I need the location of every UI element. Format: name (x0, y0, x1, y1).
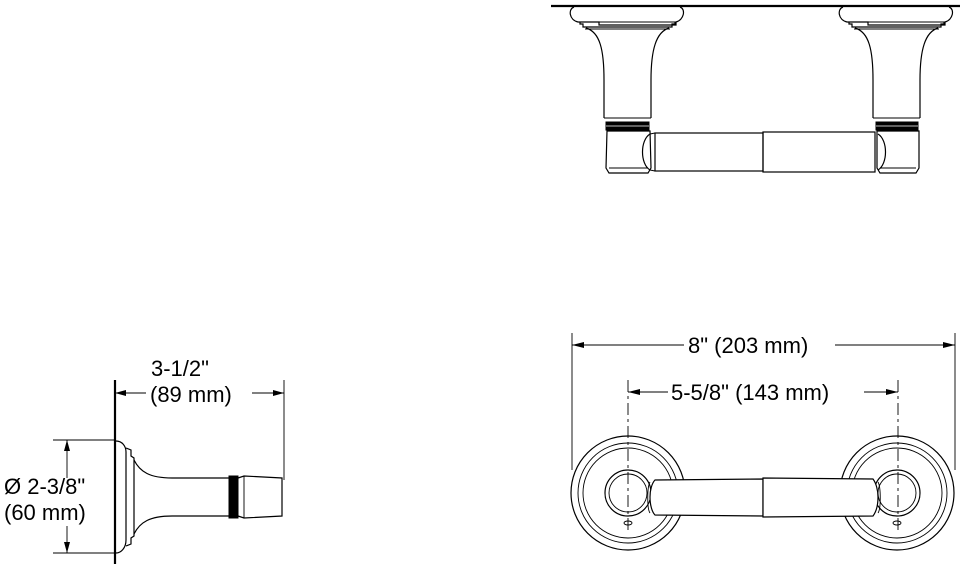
top-view (551, 4, 960, 174)
projection-in-label: 3-1/2" (151, 356, 209, 381)
overall-width-label: 8" (203 mm) (688, 333, 808, 358)
side-ring (228, 475, 239, 519)
diameter-in-label: Ø 2-3/8" (4, 474, 85, 499)
roller-front-view (647, 477, 881, 518)
right-post-top-view (838, 6, 954, 174)
roller-top-view (641, 131, 887, 173)
projection-mm-label: (89 mm) (150, 382, 232, 407)
center-to-center-label: 5-5/8" (143 mm) (671, 380, 829, 405)
front-view: 8" (203 mm) 5-5/8" (143 mm) (570, 333, 956, 551)
diameter-mm-label: (60 mm) (4, 500, 86, 525)
left-post-top-view (569, 6, 685, 174)
side-view: 3-1/2" (89 mm) Ø 2-3/8" (60 mm) (4, 356, 285, 564)
